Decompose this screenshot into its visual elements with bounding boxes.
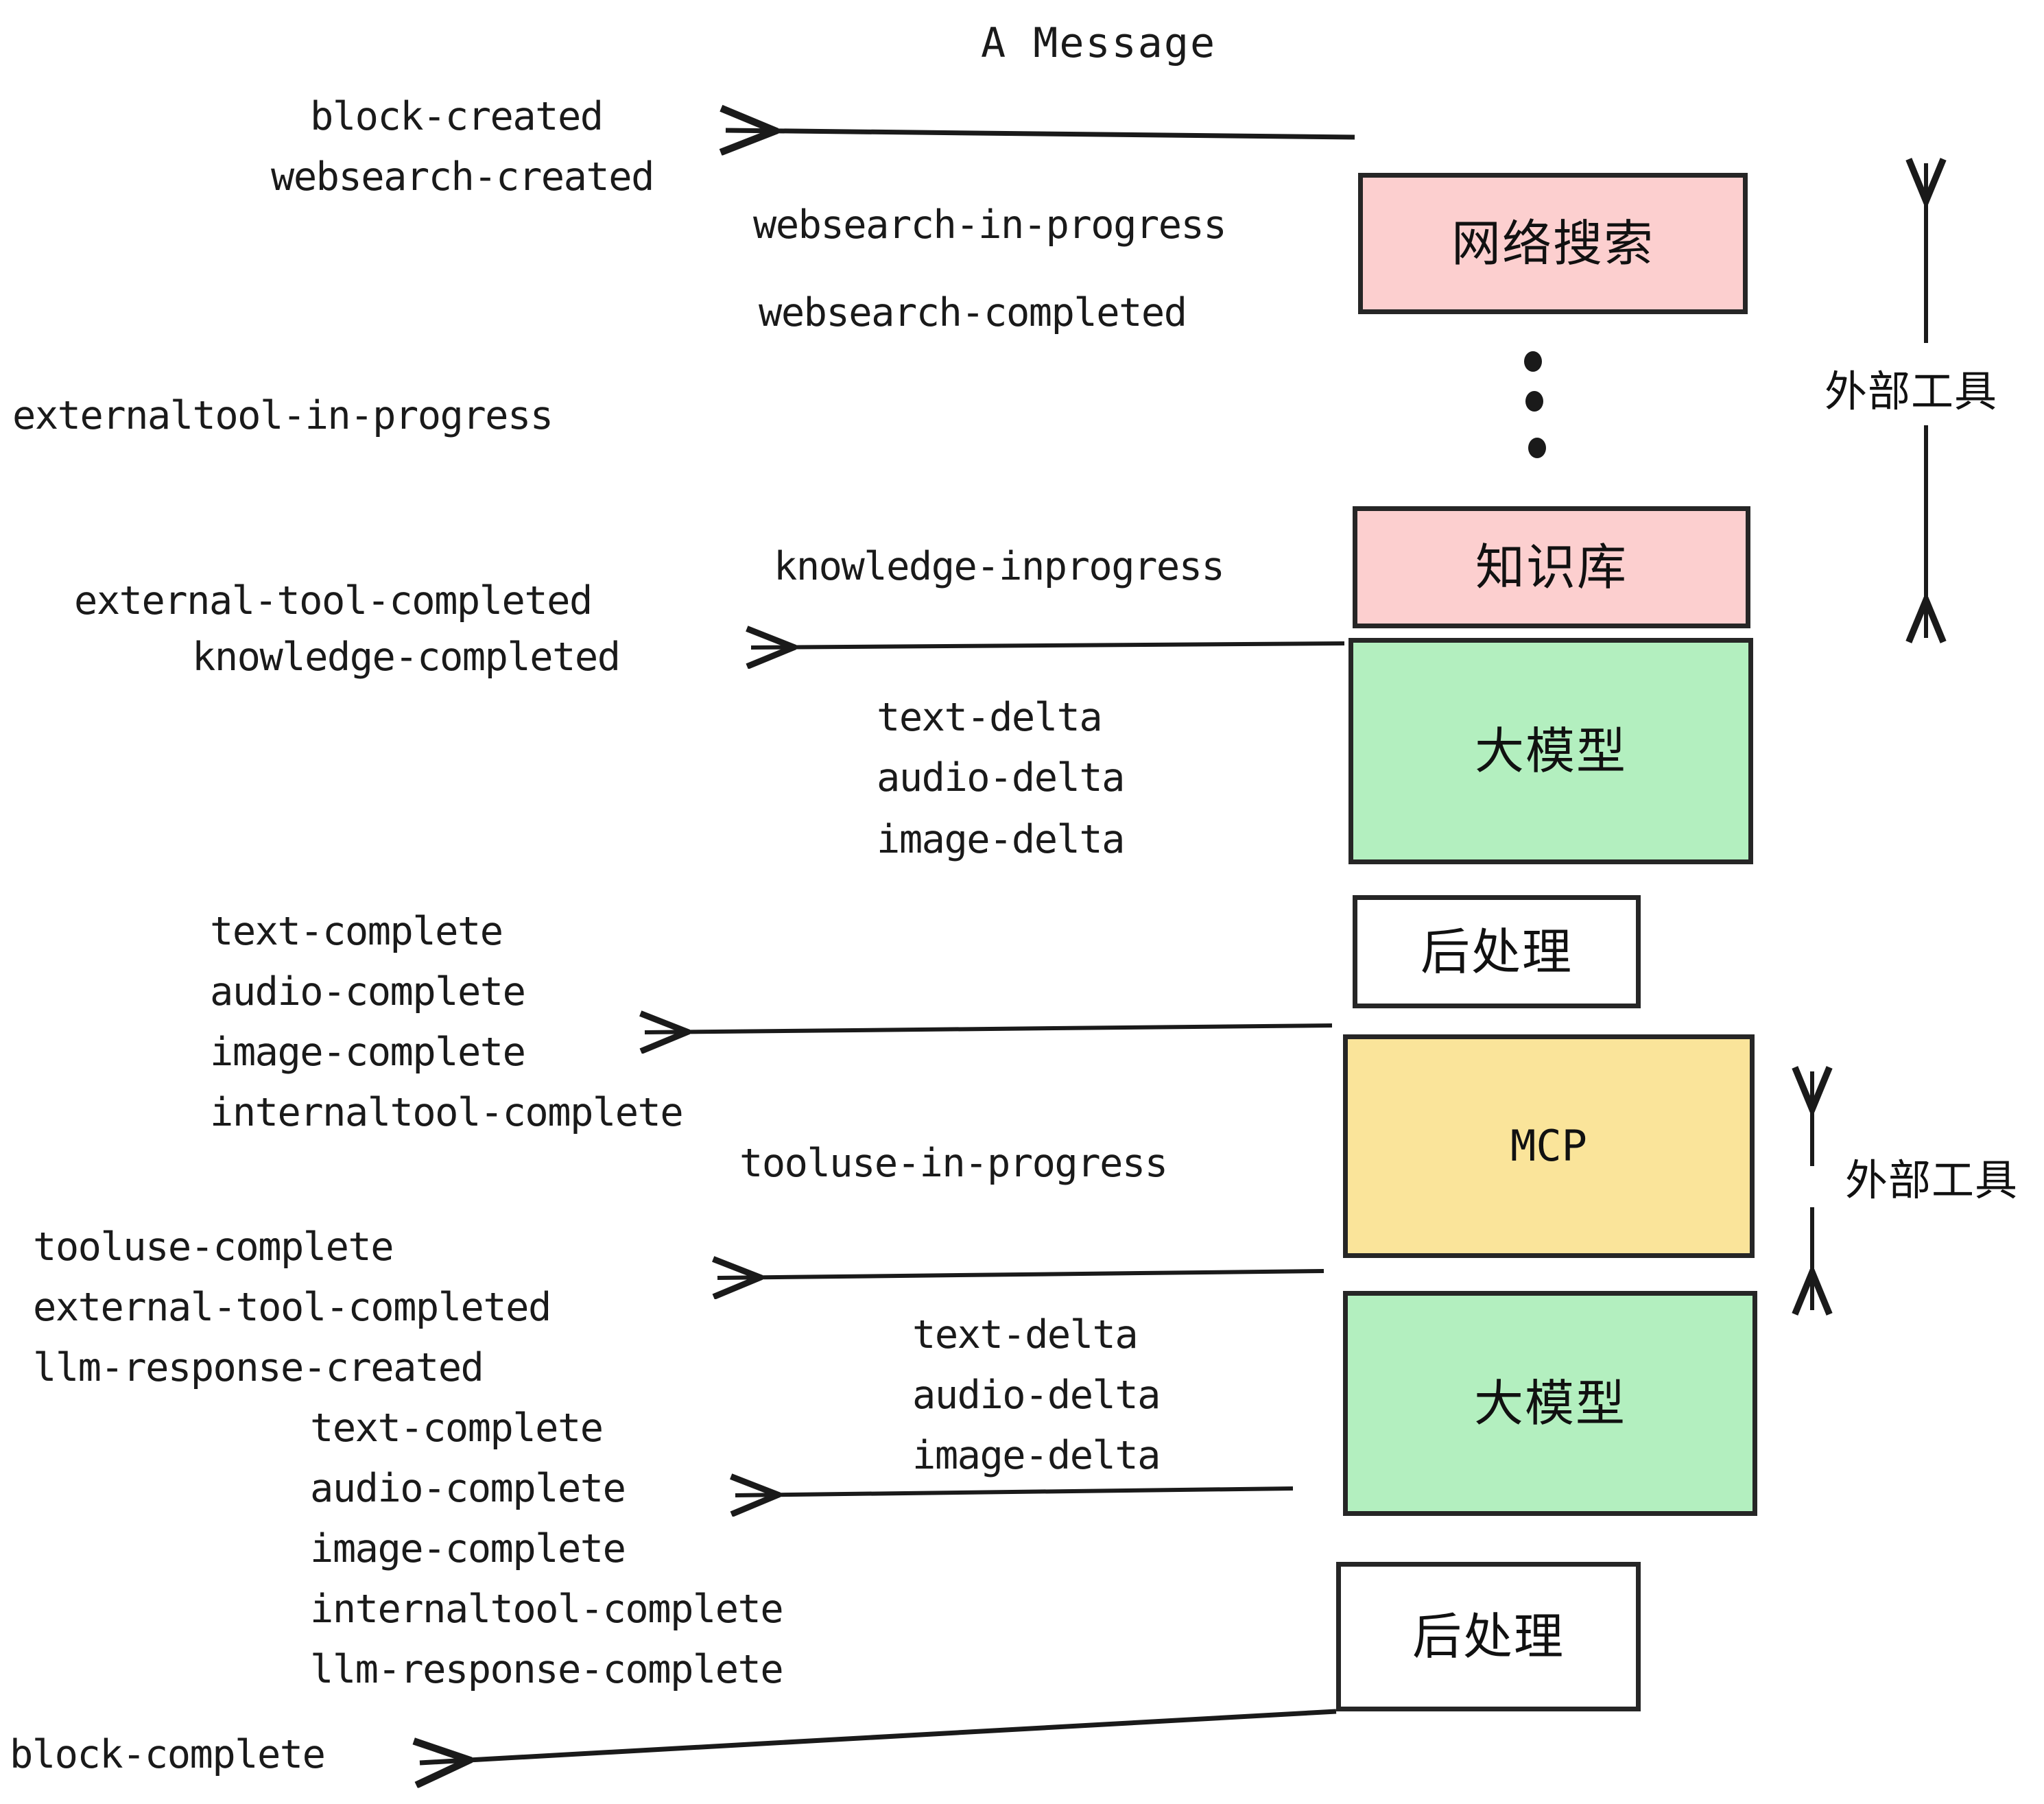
event-image-complete-2: image-complete [310, 1526, 626, 1571]
diagram-title: A Message [981, 19, 1217, 67]
node-postprocess-2[interactable]: 后处理 [1336, 1562, 1641, 1711]
side-label-external-tool-bottom: 外部工具 [1845, 1155, 2019, 1205]
event-externaltool-in-progress: externaltool-in-progress [12, 393, 554, 438]
event-websearch-completed: websearch-completed [759, 290, 1187, 335]
node-knowledge[interactable]: 知识库 [1353, 506, 1750, 628]
event-text-complete-1: text-complete [210, 909, 503, 954]
event-llm-response-complete: llm-response-complete [310, 1647, 784, 1692]
ellipsis-dot [1525, 391, 1543, 412]
event-block-created: block-created [310, 94, 604, 139]
node-llm-1-label: 大模型 [1474, 722, 1627, 780]
ellipsis-dot [1528, 438, 1546, 458]
event-audio-delta-1: audio-delta [877, 755, 1126, 800]
event-llm-response-created: llm-response-created [33, 1345, 484, 1390]
event-text-complete-2: text-complete [310, 1405, 604, 1451]
event-text-delta-1: text-delta [877, 695, 1103, 740]
event-tooluse-in-progress: tooluse-in-progress [739, 1141, 1168, 1186]
event-internaltool-complete-2: internaltool-complete [310, 1587, 784, 1632]
arrow-knowledge-to-events [751, 643, 1345, 648]
ellipsis-dot [1524, 351, 1542, 372]
side-label-external-tool-top: 外部工具 [1825, 366, 1998, 416]
node-postprocess-1[interactable]: 后处理 [1353, 895, 1641, 1008]
node-postprocess-2-label: 后处理 [1412, 1608, 1565, 1665]
event-image-delta-2: image-delta [912, 1433, 1161, 1478]
event-text-delta-2: text-delta [912, 1312, 1139, 1357]
node-mcp-label: MCP [1510, 1121, 1587, 1171]
arrow-postprocess1-to-events [645, 1025, 1333, 1032]
event-external-tool-completed-1: external-tool-completed [74, 578, 593, 624]
node-websearch-label: 网络搜索 [1451, 215, 1654, 272]
event-block-complete: block-complete [10, 1732, 326, 1777]
node-postprocess-1-label: 后处理 [1420, 923, 1573, 981]
arrow-mcp-to-events [717, 1271, 1324, 1278]
event-image-complete-1: image-complete [210, 1030, 526, 1075]
event-internaltool-complete-1: internaltool-complete [210, 1090, 684, 1135]
event-knowledge-inprogress: knowledge-inprogress [774, 544, 1225, 589]
node-mcp[interactable]: MCP [1343, 1034, 1755, 1258]
event-audio-delta-2: audio-delta [912, 1373, 1161, 1418]
event-websearch-created: websearch-created [271, 154, 654, 200]
node-websearch[interactable]: 网络搜索 [1358, 173, 1748, 314]
node-knowledge-label: 知识库 [1475, 538, 1628, 596]
event-audio-complete-2: audio-complete [310, 1466, 626, 1511]
event-image-delta-1: image-delta [877, 817, 1126, 862]
event-websearch-in-progress: websearch-in-progress [753, 202, 1227, 248]
event-audio-complete-1: audio-complete [210, 969, 526, 1014]
arrow-llm2-to-events [735, 1488, 1294, 1495]
event-knowledge-completed: knowledge-completed [192, 634, 621, 680]
event-external-tool-completed-2: external-tool-completed [33, 1285, 551, 1330]
node-llm-2-label: 大模型 [1473, 1375, 1626, 1432]
node-llm-1[interactable]: 大模型 [1348, 638, 1753, 864]
node-llm-2[interactable]: 大模型 [1343, 1291, 1757, 1516]
arrow-postprocess2-to-block-complete [420, 1709, 1337, 1763]
arrow-websearch-to-block [726, 130, 1355, 137]
event-tooluse-complete: tooluse-complete [33, 1224, 394, 1270]
